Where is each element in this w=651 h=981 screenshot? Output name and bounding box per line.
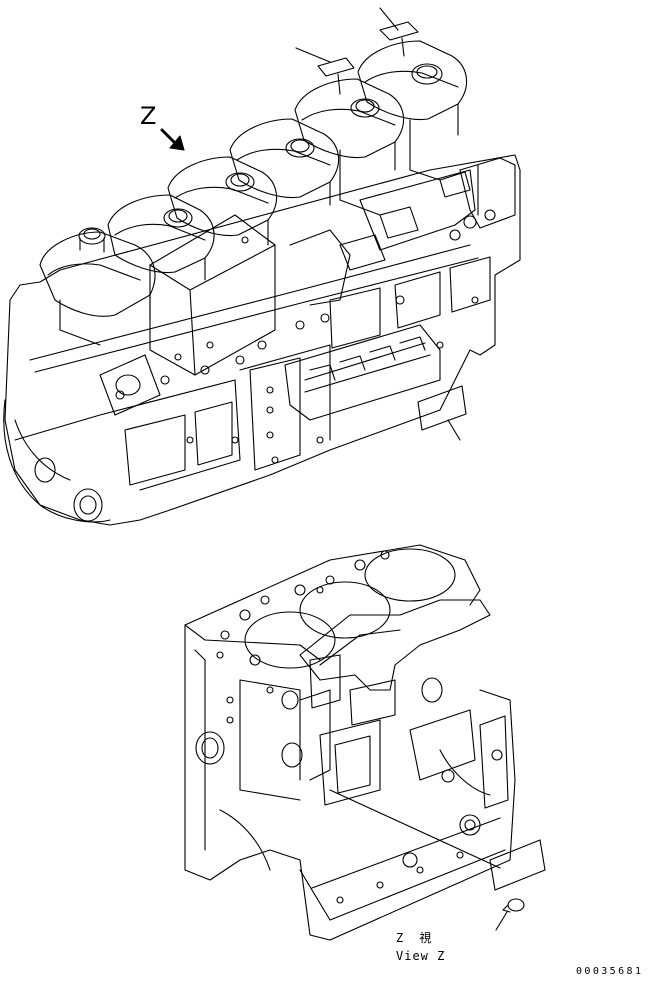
engine-assembly-top: [3, 154, 521, 526]
view-z-arrow: [160, 128, 185, 151]
rivet: [495, 898, 525, 931]
view-marker-letter: Z: [140, 102, 157, 130]
label-plate-3: [417, 385, 467, 441]
label-plate-2: [295, 47, 355, 95]
bolt-row: [115, 295, 479, 464]
valve-covers: [39, 40, 468, 346]
label-plate-1: [379, 7, 419, 57]
name-plate: [329, 789, 546, 891]
view-caption-english: View Z: [396, 949, 446, 963]
document-number: 00035681: [576, 966, 644, 977]
cylinder-block-view-z: [184, 544, 516, 941]
view-caption-japanese: Z 視: [396, 931, 434, 945]
